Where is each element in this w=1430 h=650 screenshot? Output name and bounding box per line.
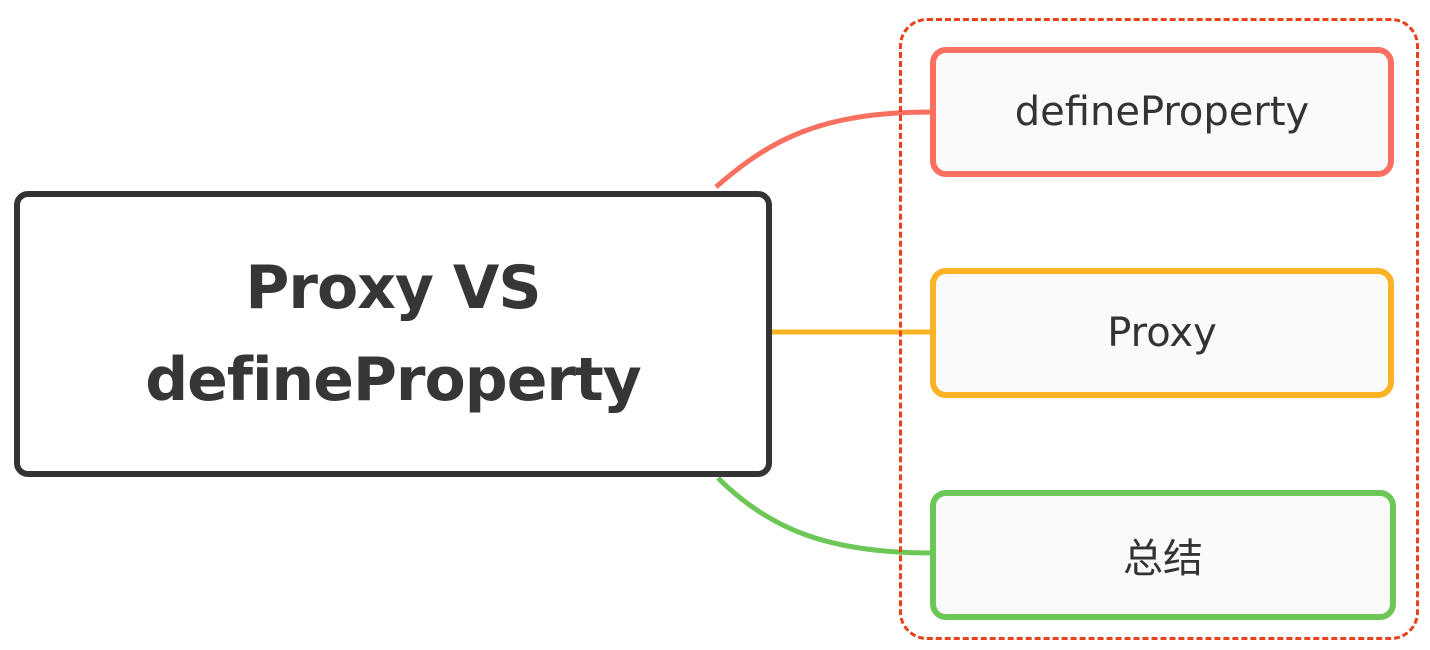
subtopic-summary[interactable]: 总结 <box>930 490 1396 620</box>
root-topic[interactable]: Proxy VS defineProperty <box>14 191 772 477</box>
subtopic-label: Proxy <box>1107 310 1217 356</box>
connector-defineproperty <box>714 109 933 189</box>
subtopic-proxy[interactable]: Proxy <box>930 268 1394 398</box>
root-title-line-2: defineProperty <box>145 345 642 415</box>
subtopic-label: defineProperty <box>1014 89 1310 135</box>
root-title-line-1: Proxy VS <box>245 253 541 323</box>
connector-summary <box>716 476 933 556</box>
branch-group-frame <box>899 18 1419 640</box>
root-topic-title: Proxy VS defineProperty <box>145 242 642 426</box>
subtopic-label: 总结 <box>1123 536 1203 582</box>
subtopic-defineproperty[interactable]: defineProperty <box>930 47 1394 177</box>
